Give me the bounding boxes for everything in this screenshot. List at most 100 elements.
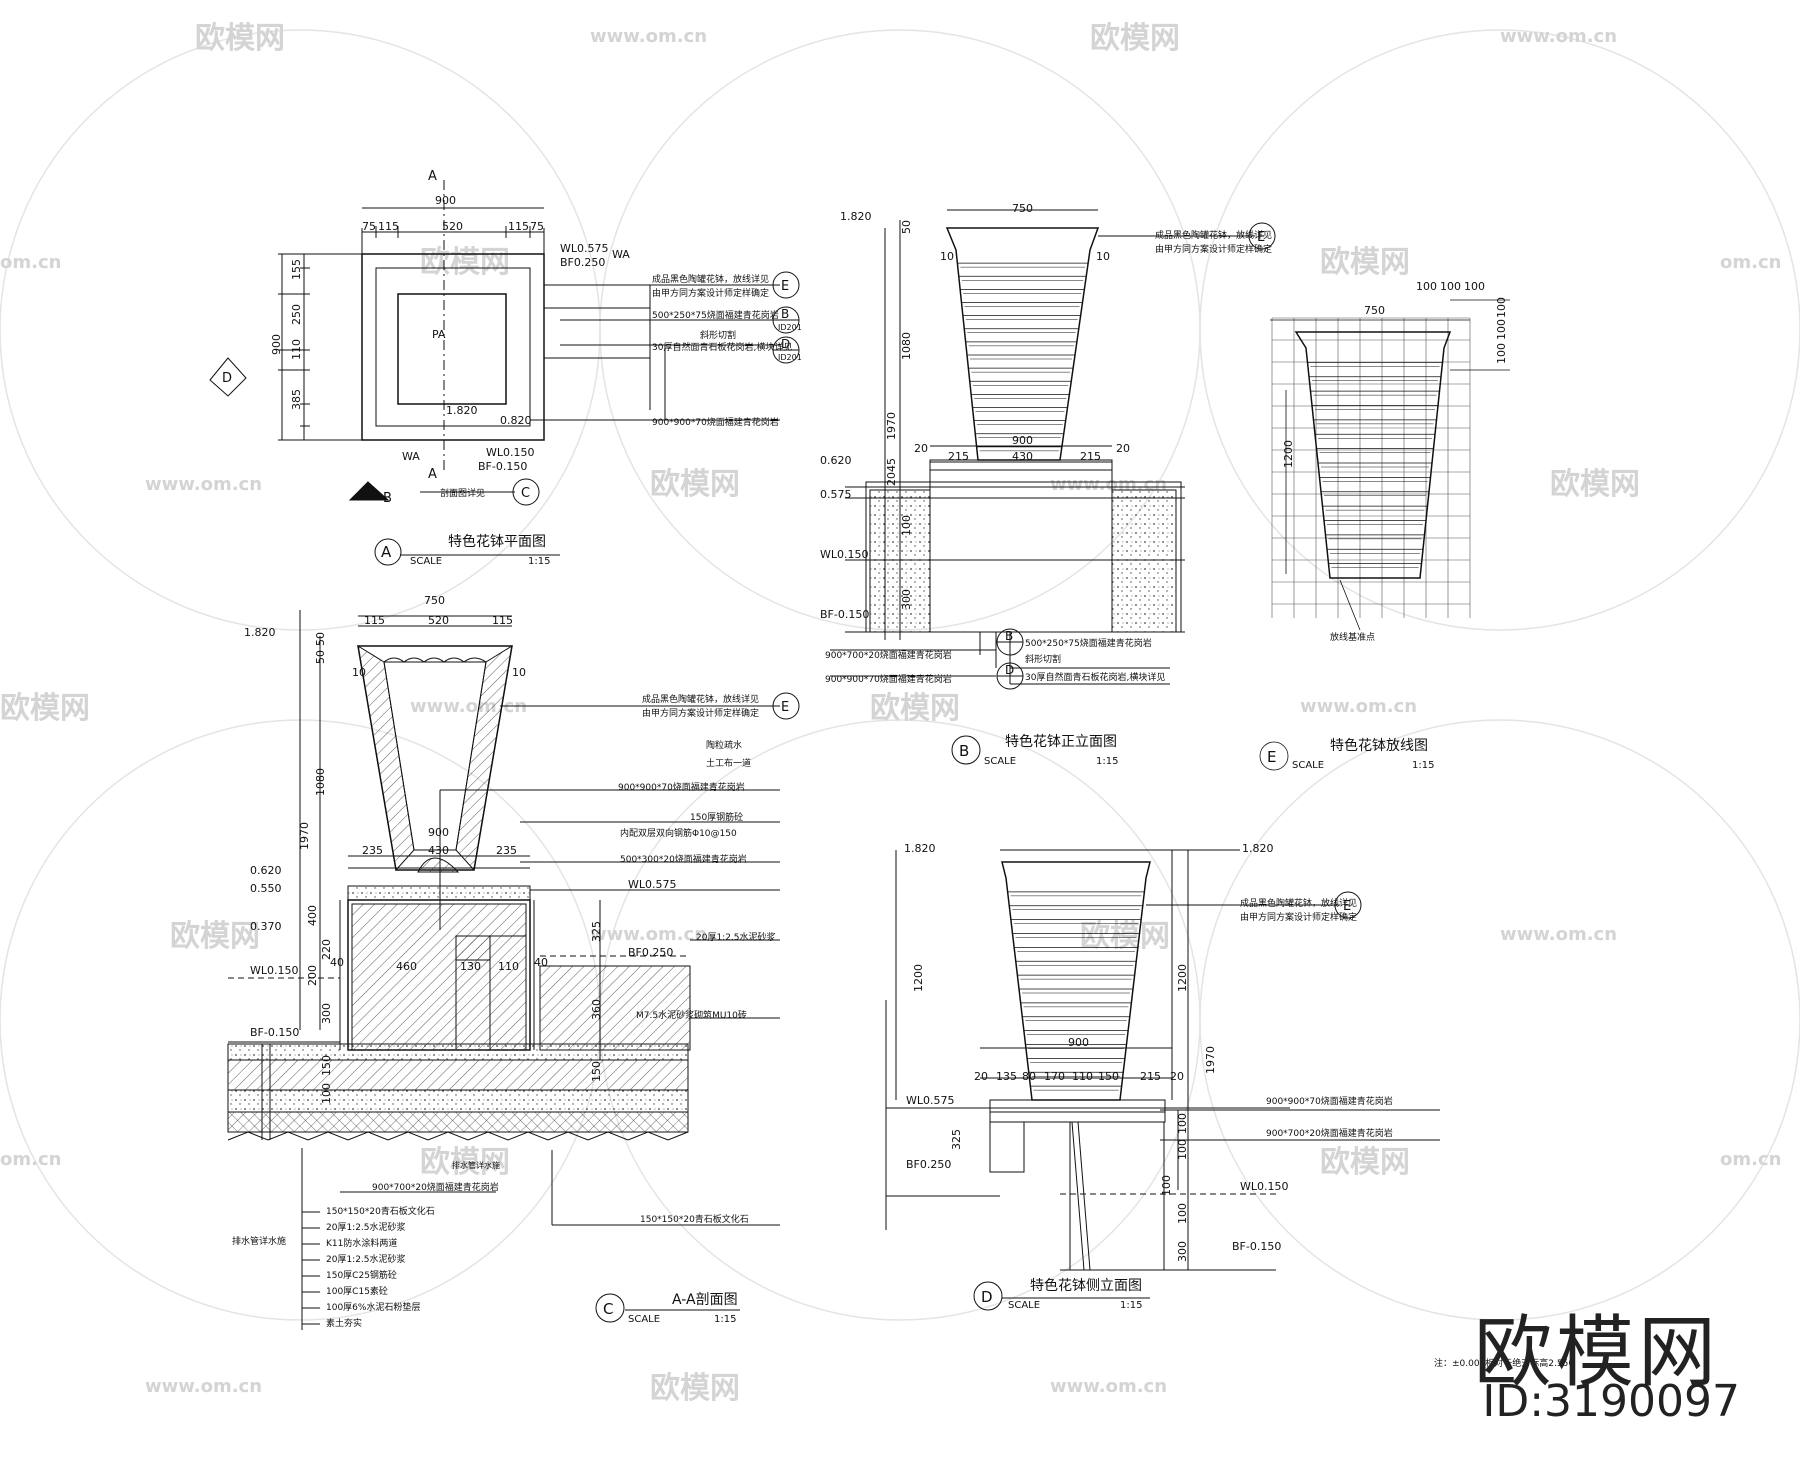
section-level: WL0.575 — [628, 878, 677, 891]
side-level: WL0.575 — [906, 1094, 955, 1107]
section-dim: 400 — [306, 905, 319, 926]
plan-tag: WA — [402, 450, 420, 463]
section-tag: 剖面图详见 — [440, 487, 485, 499]
front-dim: 100 — [900, 515, 913, 536]
view-title: A-A剖面图 — [672, 1292, 738, 1308]
section-dim: 900 — [428, 826, 449, 839]
section-dim: 50 — [314, 632, 327, 646]
section-mark: A — [428, 169, 437, 184]
front-leader: 由甲方同方案设计师定样确定 — [1155, 243, 1272, 255]
plan-level: BF-0.150 — [478, 460, 527, 473]
front-dim: 750 — [1012, 202, 1033, 215]
wm-logo: 欧模网 — [1090, 21, 1180, 56]
section-leader: 900*900*70烧面福建青花岗岩 — [618, 781, 745, 793]
view-scale-word: SCALE — [1292, 760, 1324, 771]
wm-logo: 欧模网 — [420, 1145, 510, 1180]
view-letter: E — [1267, 748, 1276, 766]
view-scale: 1:15 — [1120, 1300, 1142, 1311]
callout-letter: B — [1005, 629, 1013, 643]
side-dim: 300 — [1176, 1241, 1189, 1262]
wm-logo: 欧模网 — [1320, 1145, 1410, 1180]
front-level: 1.820 — [840, 210, 872, 223]
section-dim: 235 — [496, 844, 517, 857]
view-scale: 1:15 — [1096, 756, 1118, 767]
arrow-letter: D — [222, 371, 232, 386]
layout-caption: 放线基准点 — [1330, 631, 1375, 643]
section-dim: 100 — [320, 1083, 333, 1104]
side-level: 1.820 — [1242, 842, 1274, 855]
callout-letter: E — [1257, 230, 1265, 245]
view-scale-word: SCALE — [984, 756, 1016, 767]
wm-url: om.cn — [0, 252, 61, 273]
layout-dim: 1200 — [1282, 440, 1295, 468]
section-dim: 520 — [428, 614, 449, 627]
view-letter: A — [381, 543, 392, 561]
section-dim: 1080 — [314, 768, 327, 796]
side-dim: 20 — [1170, 1070, 1184, 1083]
section-dim: 220 — [320, 939, 333, 960]
callout-letter: D — [781, 337, 790, 351]
layout-dim: 100 — [1495, 319, 1508, 340]
side-dim: 215 — [1140, 1070, 1161, 1083]
layer-text: K11防水涂料两道 — [326, 1237, 397, 1249]
side-dim: 110 — [1072, 1070, 1093, 1083]
front-dim: 300 — [900, 589, 913, 610]
front-dim: 2045 — [885, 458, 898, 486]
front-dim: 10 — [940, 250, 954, 263]
section-leader: 900*700*20烧面福建青花岗岩 — [372, 1181, 499, 1193]
wm-logo: 欧模网 — [170, 919, 260, 954]
section-leader: 20厚1:2.5水泥砂浆 — [696, 931, 776, 943]
plan-view — [209, 180, 800, 566]
layout-dim: 100 — [1440, 280, 1461, 293]
section-leader: 土工布一道 — [706, 757, 751, 769]
wm-url: www.om.cn — [590, 26, 707, 47]
view-scale-word: SCALE — [1008, 1300, 1040, 1311]
callout-letter: E — [781, 700, 789, 715]
side-dim: 1200 — [1176, 964, 1189, 992]
plan-dim: 155 — [290, 259, 303, 280]
front-level: WL0.150 — [820, 548, 869, 561]
plan-level: 0.820 — [500, 414, 532, 427]
section-dim: 1970 — [298, 822, 311, 850]
side-dim: 170 — [1044, 1070, 1065, 1083]
section-leader: 陶粒疏水 — [706, 739, 742, 751]
side-leader: 900*700*20烧面福建青花岗岩 — [1266, 1127, 1393, 1139]
front-leader: 900*700*20烧面福建青花岗岩 — [825, 649, 952, 661]
section-dim: 150 — [320, 1055, 333, 1076]
wm-logo: 欧模网 — [420, 245, 510, 280]
layout-dim: 100 — [1464, 280, 1485, 293]
side-texts: 1.820 1.820 WL0.575 BF0.250 WL0.150 BF-0… — [904, 842, 1393, 1311]
wm-url: www.om.cn — [1050, 1376, 1167, 1397]
view-scale: 1:15 — [714, 1314, 736, 1325]
plan-level: 1.820 — [446, 404, 478, 417]
plan-dim: 385 — [290, 389, 303, 410]
plan-leader: 成品黑色陶罐花钵，放线详见 — [652, 273, 769, 285]
side-dim: 100 — [1176, 1113, 1189, 1134]
front-dim: 430 — [1012, 450, 1033, 463]
section-leader: 500*300*20烧面福建青花岗岩 — [620, 853, 747, 865]
section-dim: 50 — [314, 650, 327, 664]
side-dim: 900 — [1068, 1036, 1089, 1049]
view-scale: 1:15 — [528, 556, 550, 567]
side-dim: 150 — [1098, 1070, 1119, 1083]
section-dim: 325 — [590, 921, 603, 942]
wm-url: om.cn — [1720, 252, 1781, 273]
plan-dim: 900 — [435, 194, 456, 207]
plan-dim: 115 — [378, 220, 399, 233]
sheet-note: 注：±0.000相对于绝对标高2.550 — [1434, 1357, 1574, 1369]
layer-text: 20厚1:2.5水泥砂浆 — [326, 1253, 406, 1265]
section-dim: 10 — [352, 666, 366, 679]
wm-url: om.cn — [0, 1149, 61, 1170]
front-dim: 1080 — [900, 332, 913, 360]
front-dim: 50 — [900, 220, 913, 234]
section-dim: 300 — [320, 1003, 333, 1024]
callout-sub: ID201 — [778, 323, 802, 332]
section-dim: 115 — [364, 614, 385, 627]
layer-text: 150*150*20青石板文化石 — [326, 1205, 435, 1217]
section-dim: 430 — [428, 844, 449, 857]
wm-url: www.om.cn — [1300, 696, 1417, 717]
front-dim: 1970 — [885, 412, 898, 440]
plan-dim: 110 — [290, 339, 303, 360]
plan-leader: 30厚自然面青石板花岗岩,横块详见 — [652, 341, 792, 353]
wm-logo: 欧模网 — [650, 1371, 740, 1406]
